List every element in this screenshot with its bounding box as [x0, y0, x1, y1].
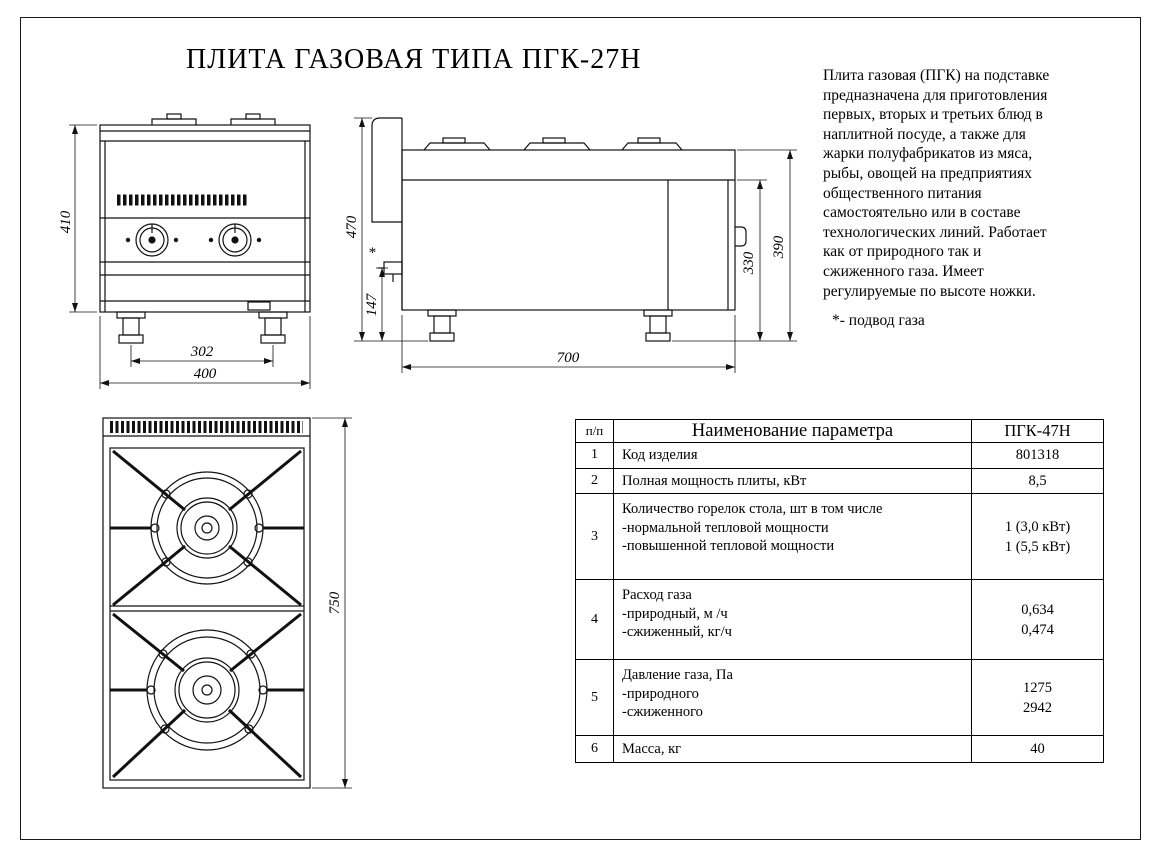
param-name-cell: Давление газа, Па -природного -сжиженног…	[613, 659, 972, 736]
col-header-model: ПГК-47Н	[971, 419, 1104, 443]
param-value-cell: 0,634 0,474	[971, 579, 1104, 660]
side-legs	[427, 309, 673, 342]
gas-inlet-asterisk: *	[368, 245, 376, 261]
dim-700-label: 700	[557, 350, 580, 366]
col-header-index: п/п	[575, 419, 614, 443]
row-number-cell: 6	[575, 735, 614, 763]
dim-410-label: 410	[58, 210, 74, 233]
table-row: 3 Количество горелок стола, шт в том чис…	[575, 493, 1104, 580]
front-view-drawing: 410 302 400	[58, 113, 311, 389]
param-name-cell: Масса, кг	[613, 735, 972, 763]
param-value-cell: 8,5	[971, 467, 1104, 494]
param-value-cell: 40	[971, 735, 1104, 763]
row-number-cell: 3	[575, 493, 614, 580]
table-header-row: п/п Наименование параметра ПГК-47Н	[575, 419, 1104, 443]
param-name-cell: Код изделия	[613, 442, 972, 469]
row-number-cell: 2	[575, 467, 614, 494]
dim-302-label: 302	[190, 344, 214, 360]
row-number-cell: 4	[575, 579, 614, 660]
param-name-cell: Количество горелок стола, шт в том числе…	[613, 493, 972, 580]
dim-depth	[401, 315, 736, 373]
row-number-cell: 1	[575, 442, 614, 469]
description-text: Плита газовая (ПГК) на подставке предназ…	[823, 67, 1050, 300]
stove-front-outline	[99, 113, 311, 313]
table-row: 5 Давление газа, Па -природного -сжиженн…	[575, 659, 1104, 736]
side-view-drawing: * 470 147 330 390	[344, 117, 797, 373]
param-value-cell: 1275 2942	[971, 659, 1104, 736]
dim-legs-span	[130, 345, 274, 367]
col-header-parameter: Наименование параметра	[613, 419, 972, 443]
page-title: ПЛИТА ГАЗОВАЯ ТИПА ПГК-27Н	[186, 44, 642, 75]
dim-front-width	[99, 316, 311, 389]
burner-high-power	[110, 612, 304, 779]
param-name-cell: Расход газа -природный, м /ч -сжиженный,…	[613, 579, 972, 660]
parameters-table: п/п Наименование параметра ПГК-47Н 1 Код…	[575, 419, 1104, 763]
dim-400-label: 400	[194, 366, 217, 382]
dim-front-height	[69, 124, 97, 313]
param-value-cell: 801318	[971, 442, 1104, 469]
table-row: 4 Расход газа -природный, м /ч -сжиженны…	[575, 579, 1104, 660]
dim-330-label: 330	[741, 251, 757, 275]
row-number-cell: 5	[575, 659, 614, 736]
table-row: 2 Полная мощность плиты, кВт 8,5	[575, 467, 1104, 494]
stove-top-outline	[102, 417, 311, 789]
stove-side-outline	[371, 117, 747, 311]
dim-inlet-height	[376, 267, 388, 341]
dim-worktop-height	[737, 149, 797, 341]
dim-750-label: 750	[327, 591, 343, 614]
dim-top-depth	[312, 417, 352, 789]
control-knobs	[125, 223, 262, 257]
front-legs	[116, 311, 288, 344]
param-name-cell: Полная мощность плиты, кВт	[613, 467, 972, 494]
side-knob	[735, 226, 747, 247]
gas-inlet-note: *- подвод газа	[832, 312, 925, 329]
top-view-drawing: 750	[102, 417, 352, 789]
burner-normal	[110, 449, 304, 607]
dim-470-label: 470	[344, 215, 360, 238]
dim-147-label: 147	[364, 292, 380, 316]
dim-390-label: 390	[771, 235, 787, 259]
dim-body-height	[672, 179, 797, 342]
param-value-cell: 1 (3,0 кВт) 1 (5,5 кВт)	[971, 493, 1104, 580]
table-row: 1 Код изделия 801318	[575, 442, 1104, 469]
table-row: 6 Масса, кг 40	[575, 735, 1104, 763]
dim-side-height	[354, 117, 428, 342]
